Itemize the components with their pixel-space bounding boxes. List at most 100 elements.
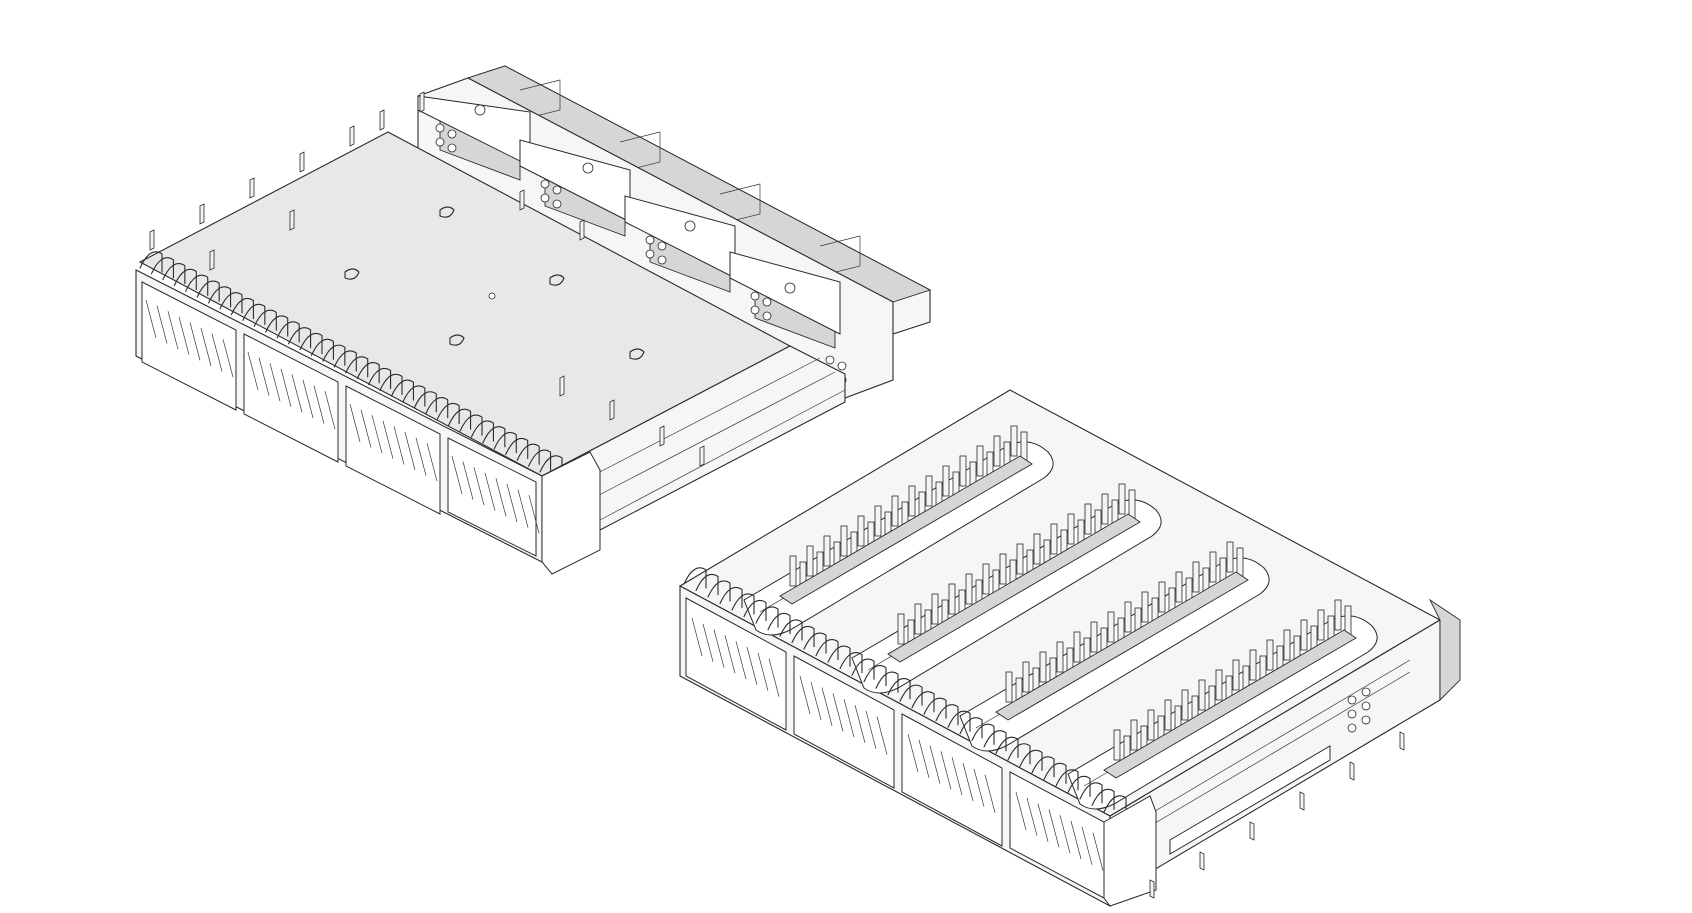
gasket-finger — [288, 327, 312, 349]
contact-line — [200, 327, 212, 367]
press-fit-leg — [1299, 791, 1305, 811]
gasket-finger — [1055, 769, 1079, 791]
contact-line — [1037, 803, 1049, 842]
connector-pin — [1317, 609, 1325, 641]
contact-line — [178, 316, 190, 355]
contact-line — [211, 333, 223, 372]
connector-pin — [1283, 629, 1291, 661]
gasket-finger — [1103, 795, 1127, 817]
connector-pin — [789, 555, 797, 587]
gasket-finger — [299, 332, 323, 355]
press-fit-pin — [699, 445, 705, 467]
contact-line — [1048, 809, 1060, 848]
gasket-finger — [162, 262, 186, 285]
gasket-finger — [707, 580, 731, 602]
open-side-vent-holes — [1347, 687, 1371, 733]
connector-pin — [959, 455, 967, 487]
contact-line — [484, 472, 496, 511]
gasket-finger — [1019, 749, 1043, 771]
press-fit-pin — [349, 125, 355, 147]
gasket-finger — [767, 612, 791, 635]
gasket-finger — [459, 414, 483, 436]
press-fit-pin — [149, 229, 155, 251]
connector-pin — [897, 613, 905, 645]
gasket-finger — [505, 437, 529, 460]
contact-line — [156, 305, 168, 344]
connector-pin — [1141, 591, 1149, 623]
connector-pin — [1266, 639, 1274, 671]
gasket-finger — [436, 402, 460, 425]
connector-housing — [779, 455, 1033, 605]
gasket-finger — [1079, 782, 1103, 804]
connector-pin — [1175, 571, 1183, 603]
connector-pin — [1130, 719, 1138, 751]
gasket-finger — [791, 625, 815, 648]
contact-line — [1081, 826, 1093, 865]
connector-pin — [840, 525, 848, 557]
gasket-finger — [839, 652, 863, 674]
connector-pin — [1215, 669, 1223, 701]
connector-pin — [1050, 523, 1058, 555]
gasket-finger — [779, 619, 803, 641]
connector-pin — [1033, 533, 1041, 565]
contact-line — [757, 652, 769, 691]
connector-pin — [1113, 729, 1121, 761]
connector-pin — [1181, 689, 1189, 721]
contact-line — [984, 774, 996, 813]
press-fit-pin — [289, 209, 295, 231]
connector-pin — [1164, 699, 1172, 731]
gasket-finger — [333, 350, 357, 372]
contact-line — [258, 357, 270, 396]
gasket-finger — [1091, 788, 1115, 811]
contact-line — [1026, 797, 1038, 836]
connector-pin — [1147, 709, 1155, 741]
port-openings — [141, 281, 537, 557]
gasket-finger — [356, 362, 380, 384]
contact-line — [517, 489, 529, 528]
press-fit-pin — [249, 177, 255, 199]
press-fit-pin — [519, 189, 525, 211]
gasket-finger — [911, 691, 935, 713]
contact-line — [832, 693, 844, 732]
gasket-finger — [425, 397, 449, 419]
gasket-finger — [731, 593, 755, 615]
connector-pin — [823, 535, 831, 567]
gasket-finger — [959, 717, 983, 739]
partition-walls — [417, 77, 894, 399]
gasket-finger — [390, 379, 414, 401]
gasket-finger — [1067, 775, 1091, 798]
contact-line — [799, 675, 811, 715]
contact-line — [404, 431, 416, 471]
press-fit-pin — [609, 399, 615, 421]
contact-line — [865, 710, 877, 749]
press-fit-leg — [1149, 879, 1155, 899]
contact-line — [951, 757, 963, 796]
press-fit-pins — [149, 91, 705, 467]
contact-line — [451, 455, 463, 495]
contact-line — [415, 437, 427, 476]
press-fit-pin — [379, 109, 385, 131]
contact-line — [1015, 791, 1027, 831]
contact-line — [843, 699, 855, 738]
connector-pin — [1005, 671, 1013, 703]
connector-pin — [1334, 599, 1342, 631]
contact-line — [1092, 832, 1104, 871]
connector-pin — [993, 435, 1001, 467]
gasket-finger — [983, 730, 1007, 752]
connector-housing — [995, 571, 1249, 721]
gasket-finger — [345, 356, 369, 378]
contact-line — [876, 716, 888, 755]
gasket-finger — [219, 292, 243, 314]
connector-pin — [874, 505, 882, 537]
gasket-finger — [322, 344, 346, 366]
contact-line — [247, 351, 259, 391]
press-fit-pin — [199, 203, 205, 225]
press-fit-leg — [1249, 821, 1255, 841]
connector-pin — [1022, 661, 1030, 693]
contact-line — [167, 311, 179, 350]
gasket-finger — [935, 704, 959, 726]
connector-pin — [948, 583, 956, 615]
gasket-finger — [539, 455, 563, 477]
